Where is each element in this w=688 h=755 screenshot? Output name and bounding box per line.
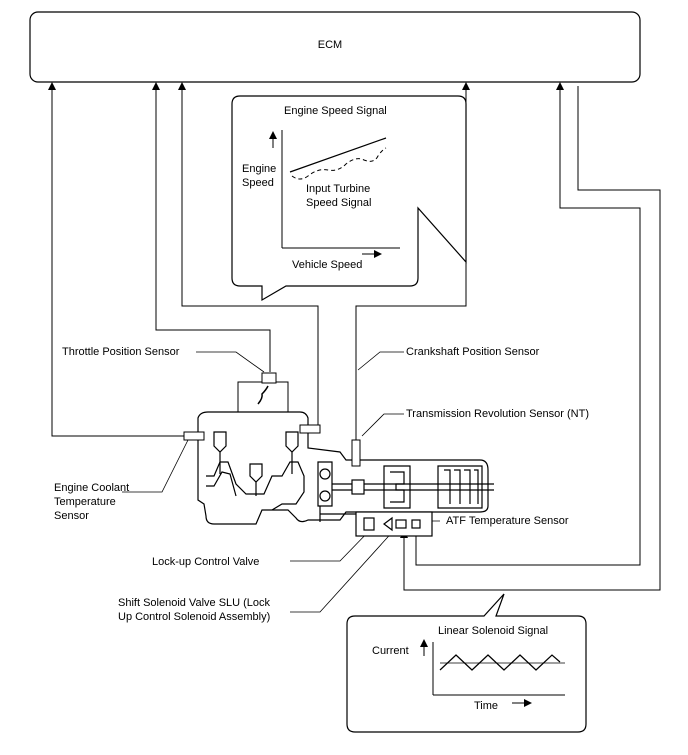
signal-lines	[48, 82, 661, 591]
engine-coolant-sensor-label: Engine Coolant Temperature Sensor	[54, 482, 130, 522]
engine-coolant-sensor-icon	[183, 431, 205, 441]
ecm-label: ECM	[317, 39, 343, 51]
linear-solenoid-title: Linear Solenoid Signal	[438, 625, 549, 637]
vehicle-speed-label: Vehicle Speed	[292, 259, 363, 271]
shift-solenoid-label: Shift Solenoid Valve SLU (Lock Up Contro…	[118, 597, 271, 623]
current-label: Current	[372, 645, 409, 657]
transmission-revolution-sensor-label: Transmission Revolution Sensor (NT)	[406, 408, 589, 420]
engine-speed-title: Engine Speed Signal	[284, 105, 387, 117]
crankshaft-position-sensor-label: Crankshaft Position Sensor	[406, 346, 540, 358]
linear-solenoid-wave	[439, 654, 561, 671]
throttle-body-icon	[237, 372, 289, 417]
crankshaft-sensor-icon	[299, 424, 321, 434]
engine-speed-y-label: Engine Speed	[242, 163, 277, 189]
time-label: Time	[474, 700, 499, 712]
throttle-position-sensor-label: Throttle Position Sensor	[62, 346, 180, 358]
engine-speed-line	[289, 137, 387, 173]
atf-temperature-sensor-label: ATF Temperature Sensor	[446, 515, 569, 527]
ecm-box	[29, 11, 641, 83]
hydraulic-circuit-icon	[197, 411, 494, 537]
turbine-speed-label: Input Turbine Speed Signal	[306, 183, 372, 209]
transmission-revolution-sensor-icon	[351, 439, 361, 467]
leader-lines	[122, 351, 440, 613]
lockup-control-valve-label: Lock-up Control Valve	[152, 556, 260, 568]
turbine-speed-curve	[291, 147, 387, 180]
